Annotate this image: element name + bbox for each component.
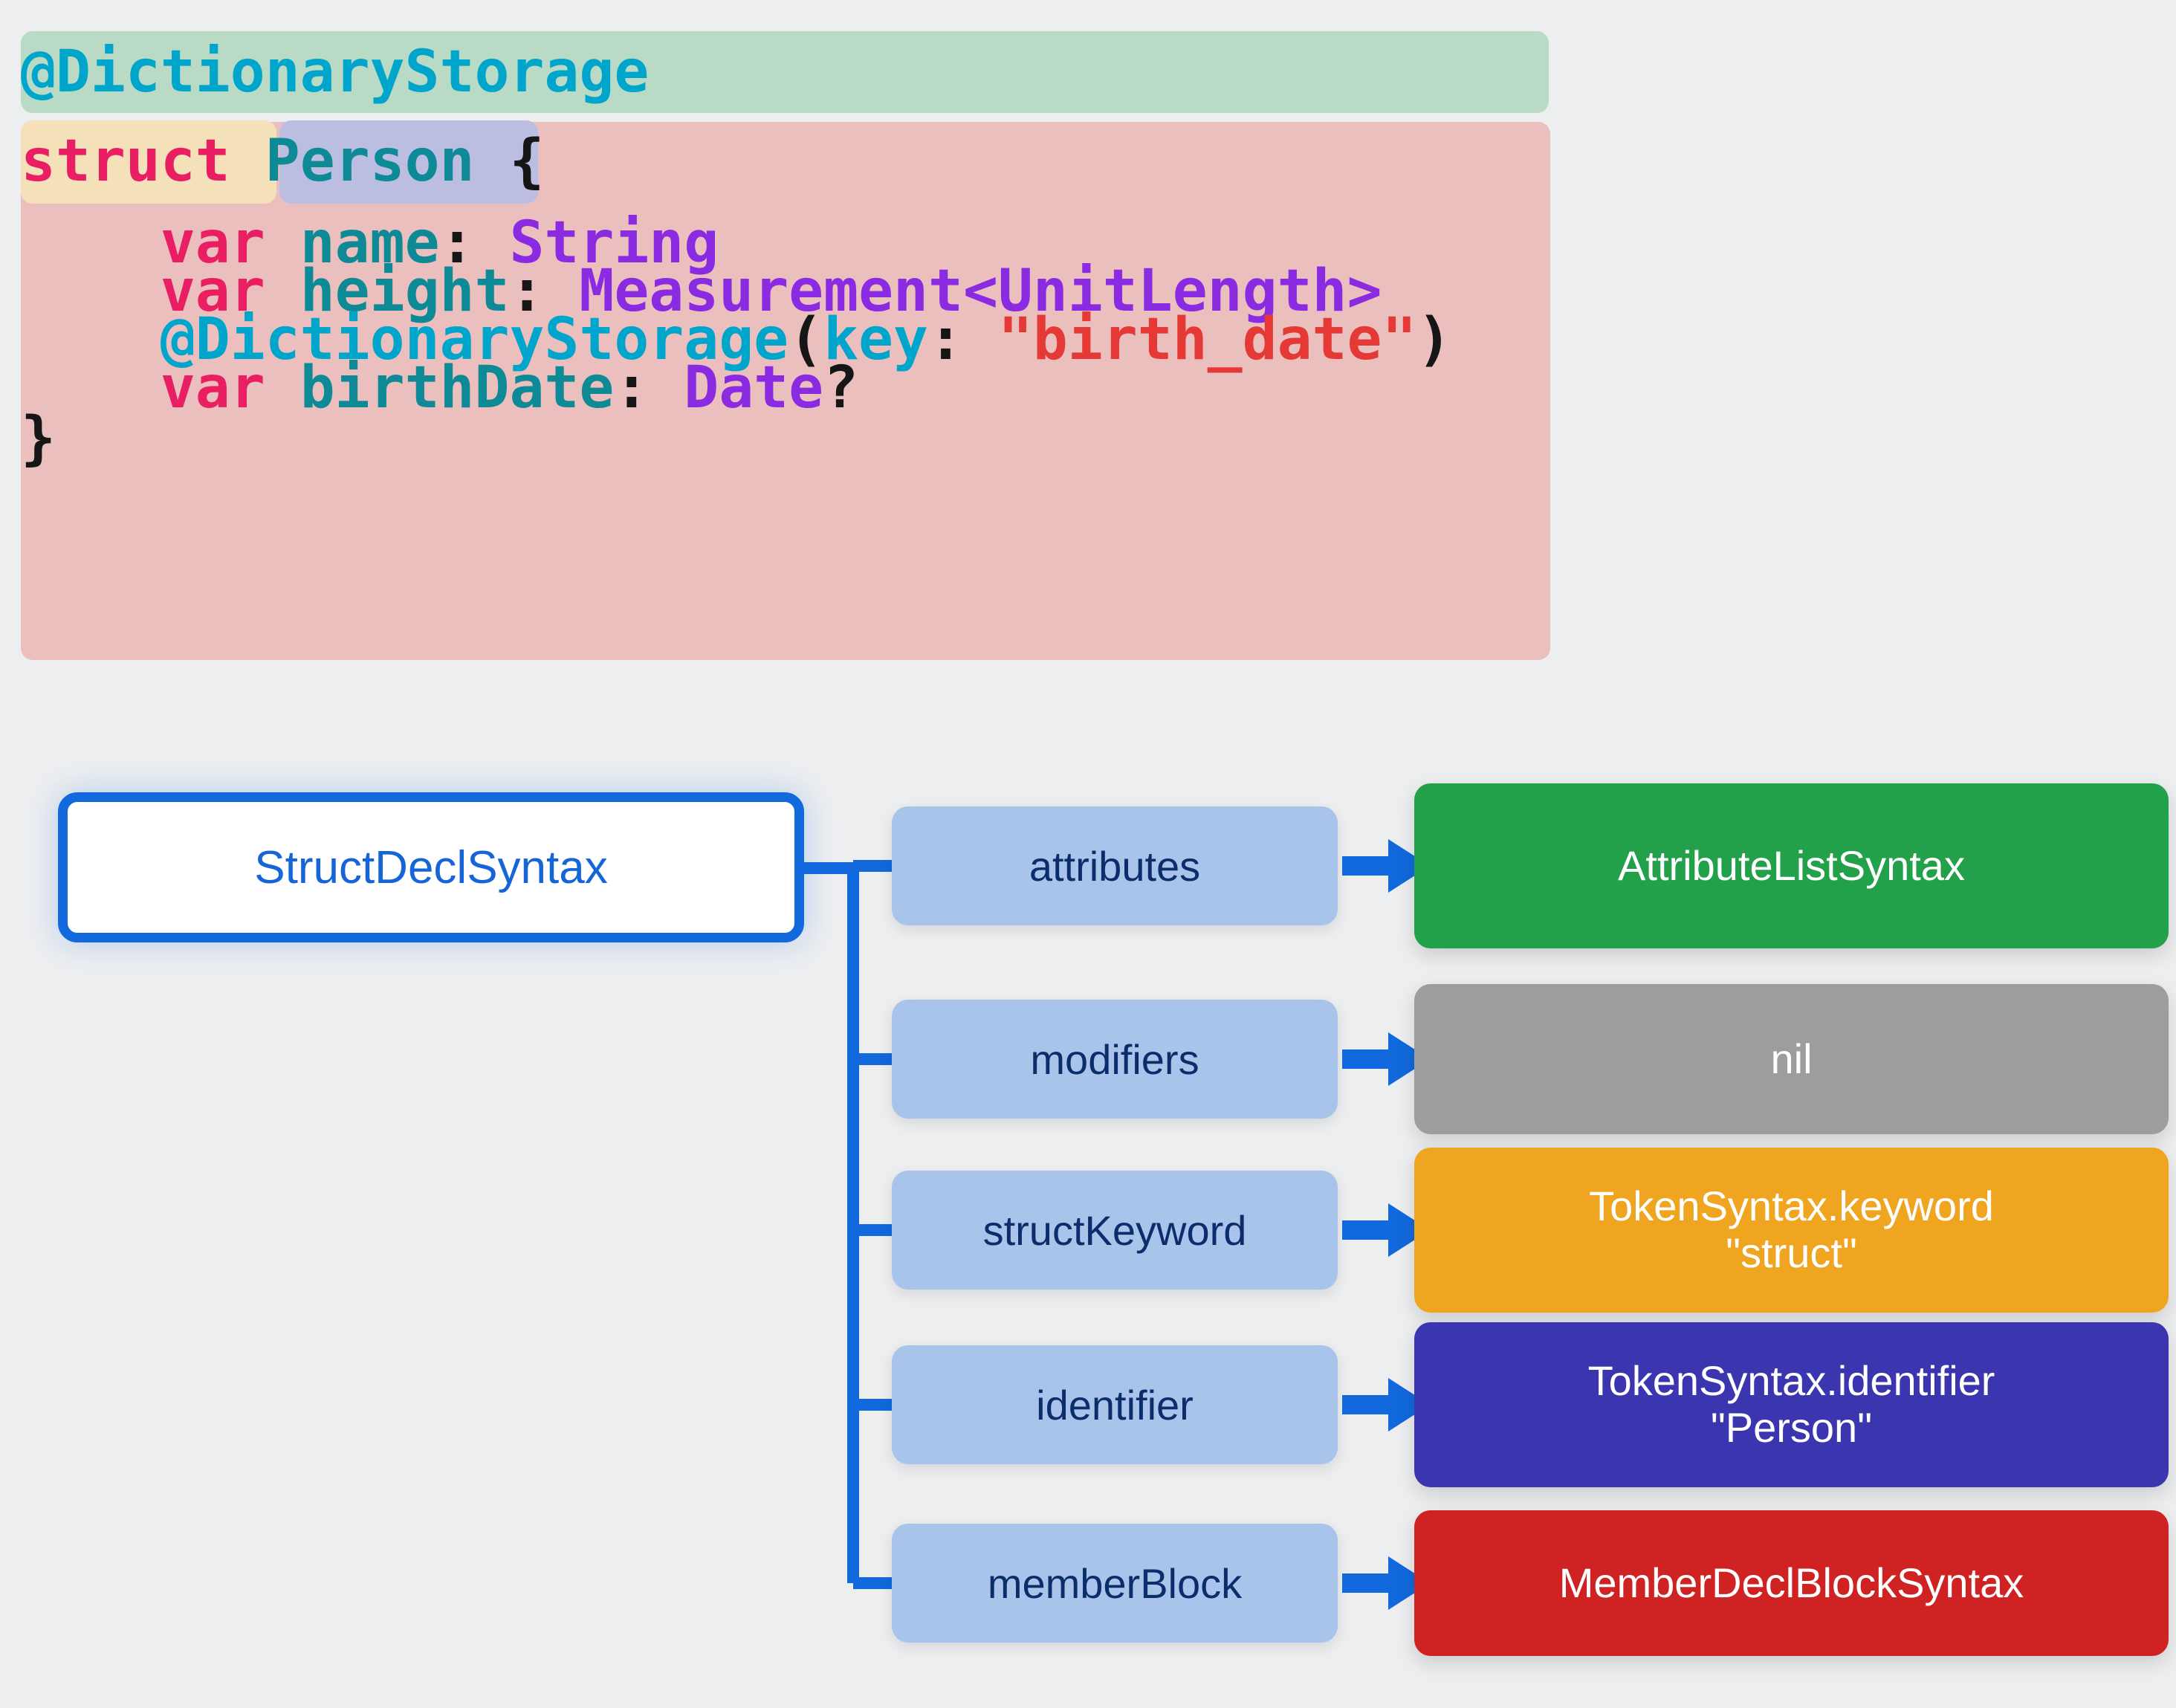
code-line-height-line: var height: Measurement<UnitLength>: [21, 250, 1382, 332]
code-token: [230, 128, 265, 195]
code-token: (: [789, 306, 824, 373]
code-token: "birth_date": [997, 306, 1417, 373]
node-struct-decl-syntax-label: StructDeclSyntax: [254, 841, 608, 893]
field-chip-structKeyword[interactable]: structKeyword: [892, 1171, 1338, 1290]
value-box-identifier[interactable]: TokenSyntax.identifier"Person": [1414, 1322, 2169, 1487]
code-token: {: [474, 128, 545, 195]
field-chip-attributes[interactable]: attributes: [892, 806, 1338, 925]
code-token: :: [509, 258, 580, 325]
code-token: birthDate: [299, 355, 615, 421]
code-snippet: @DictionaryStorage struct Person { var na…: [0, 0, 2176, 691]
value-box-memberBlock[interactable]: MemberDeclBlockSyntax: [1414, 1510, 2169, 1656]
code-token: @DictionaryStorage: [21, 39, 650, 106]
field-chip-label: attributes: [1029, 842, 1201, 890]
code-token: var: [160, 355, 265, 421]
code-token: struct: [21, 128, 230, 195]
code-line-struct-line: struct Person {: [21, 120, 544, 202]
arrow-icon: [1342, 1553, 1431, 1613]
code-token: ?: [823, 355, 859, 421]
code-token: @DictionaryStorage: [160, 306, 789, 373]
arrow-icon: [1342, 836, 1431, 896]
code-token: var: [160, 258, 265, 325]
code-line-name-line: var name: String: [21, 202, 719, 284]
code-token: ): [1416, 306, 1452, 373]
arrow-icon: [1342, 1200, 1431, 1260]
code-line-birthdate-line: var birthDate: Date?: [21, 347, 858, 429]
node-struct-decl-syntax[interactable]: StructDeclSyntax: [58, 792, 804, 942]
code-token: var: [160, 210, 265, 276]
value-box-line1: nil: [1770, 1035, 1813, 1082]
code-token: :: [927, 306, 998, 373]
field-chip-label: memberBlock: [987, 1559, 1243, 1607]
code-token: :: [439, 210, 510, 276]
field-chip-memberBlock[interactable]: memberBlock: [892, 1524, 1338, 1643]
declaration-body-highlight: [21, 122, 1550, 660]
code-token: Person: [265, 128, 475, 195]
code-line-attr-line: @DictionaryStorage: [21, 31, 649, 113]
value-box-line1: TokenSyntax.identifier: [1587, 1357, 1995, 1405]
field-chip-identifier[interactable]: identifier: [892, 1345, 1338, 1464]
connector-path: [804, 860, 892, 1589]
value-box-line2: "Person": [1710, 1404, 1873, 1451]
code-token: [265, 355, 300, 421]
struct-keyword-highlight: [21, 120, 276, 204]
code-line-close-line: }: [21, 398, 56, 479]
syntax-tree-diagram: StructDeclSyntax attributes AttributeList…: [0, 691, 2176, 1708]
value-box-structKeyword[interactable]: TokenSyntax.keyword"struct": [1414, 1148, 2169, 1313]
value-box-line1: MemberDeclBlockSyntax: [1558, 1559, 2024, 1606]
field-chip-label: identifier: [1036, 1381, 1194, 1429]
value-box-line1: TokenSyntax.keyword: [1589, 1183, 1994, 1230]
code-token: Measurement<UnitLength>: [579, 258, 1382, 325]
value-box-line2: "struct": [1726, 1229, 1857, 1276]
attribute-line-highlight: [21, 31, 1549, 113]
field-chip-modifiers[interactable]: modifiers: [892, 1000, 1338, 1119]
value-box-attributes[interactable]: AttributeListSyntax: [1414, 783, 2169, 948]
value-box-line1: AttributeListSyntax: [1618, 841, 1965, 889]
code-text-layer: @DictionaryStorage struct Person { var na…: [0, 0, 2176, 691]
arrow-icon: [1342, 1375, 1431, 1434]
code-line-inner-attr-line: @DictionaryStorage(key: "birth_date"): [21, 299, 1452, 381]
code-token: height: [299, 258, 510, 325]
code-token: :: [614, 355, 684, 421]
code-token: name: [299, 210, 440, 276]
field-chip-label: modifiers: [1030, 1035, 1199, 1083]
code-token: key: [823, 306, 928, 373]
value-box-modifiers[interactable]: nil: [1414, 984, 2169, 1134]
identifier-highlight: [279, 120, 538, 204]
code-token: }: [21, 405, 56, 472]
arrow-icon: [1342, 1029, 1431, 1089]
code-token: String: [509, 210, 719, 276]
field-chip-label: structKeyword: [982, 1206, 1247, 1254]
code-token: Date: [684, 355, 824, 421]
